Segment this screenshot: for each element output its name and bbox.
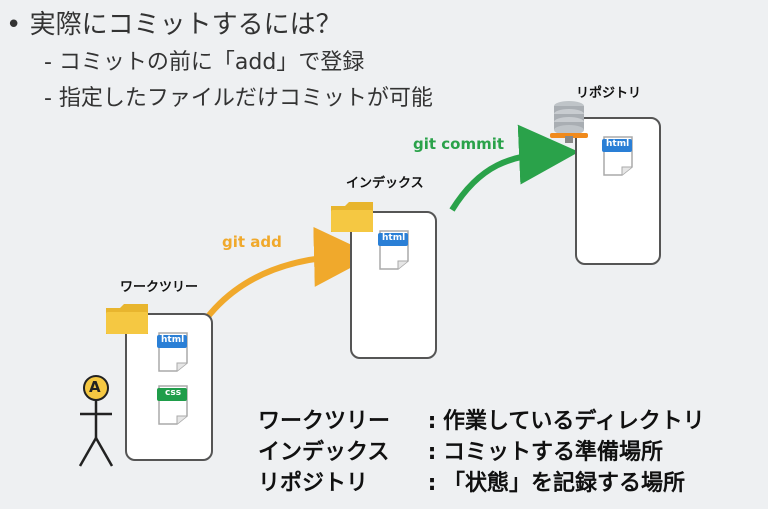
- repository-html-file: html: [602, 135, 634, 177]
- worktree-html-file: html: [157, 331, 189, 373]
- git-commit-arrow: [449, 124, 579, 212]
- repository-label: リポジトリ: [576, 86, 642, 101]
- legend-term: ワークツリー: [258, 409, 391, 434]
- legend-row-index: インデックス:コミットする準備場所: [258, 434, 663, 466]
- worktree-css-file: css: [157, 384, 189, 426]
- sub-bullet-2: - 指定したファイルだけコミットが可能: [44, 86, 433, 111]
- legend-colon: :: [427, 440, 437, 465]
- person-icon: [78, 375, 114, 467]
- legend-term: インデックス: [258, 440, 390, 465]
- legend-desc: 「状態」を記録する場所: [443, 471, 686, 496]
- index-html-file: html: [378, 229, 410, 271]
- person-badge: A: [89, 378, 101, 396]
- sub-bullet-1: - コミットの前に「add」で登録: [44, 50, 365, 75]
- database-icon: [550, 101, 588, 143]
- html-tag: html: [161, 335, 185, 345]
- bullet-dot: •: [6, 10, 22, 40]
- index-box: [350, 211, 437, 359]
- git-commit-label: git commit: [413, 135, 505, 153]
- legend-term: リポジトリ: [258, 471, 369, 496]
- legend-colon: :: [427, 471, 437, 496]
- legend-colon: :: [427, 409, 437, 434]
- index-label: インデックス: [346, 176, 424, 191]
- html-tag: html: [382, 233, 406, 243]
- worktree-folder-icon: [106, 304, 148, 334]
- legend-desc: コミットする準備場所: [443, 440, 664, 465]
- legend-row-repository: リポジトリ:「状態」を記録する場所: [258, 465, 685, 497]
- index-folder-icon: [331, 202, 373, 232]
- css-tag: css: [165, 388, 182, 398]
- main-bullet: • 実際にコミットするには？: [6, 4, 342, 41]
- worktree-label: ワークツリー: [120, 280, 199, 295]
- html-tag: html: [606, 139, 630, 149]
- main-title: 実際にコミットするには？: [29, 10, 342, 40]
- legend-desc: 作業しているディレクトリ: [443, 409, 705, 434]
- legend-row-worktree: ワークツリー:作業しているディレクトリ: [258, 403, 705, 435]
- git-add-label: git add: [222, 233, 282, 251]
